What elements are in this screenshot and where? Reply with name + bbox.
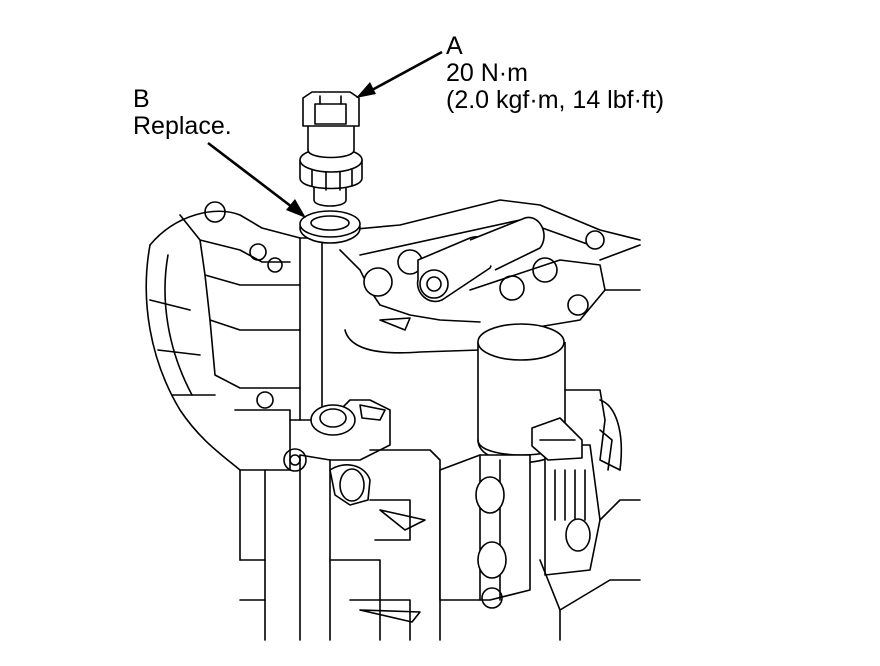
solenoid-assembly <box>439 323 641 641</box>
callout-b-letter: B <box>133 85 150 113</box>
leader-arrow-a <box>356 50 443 98</box>
temperature-sensor <box>299 91 363 207</box>
callout-a-torque-alt: (2.0 kgf·m, 14 lbf·ft) <box>446 86 665 114</box>
callout-a: A 20 N·m (2.0 kgf·m, 14 lbf·ft) <box>446 33 664 114</box>
leader-arrow-b <box>207 141 306 218</box>
valve-body <box>344 199 641 331</box>
callout-a-letter: A <box>446 32 463 60</box>
callout-b-note: Replace. <box>133 112 232 140</box>
transmission-housing <box>145 201 481 641</box>
callout-b: B Replace. <box>133 86 232 140</box>
callout-a-torque: 20 N·m <box>446 59 528 87</box>
sealing-washer <box>299 210 361 244</box>
